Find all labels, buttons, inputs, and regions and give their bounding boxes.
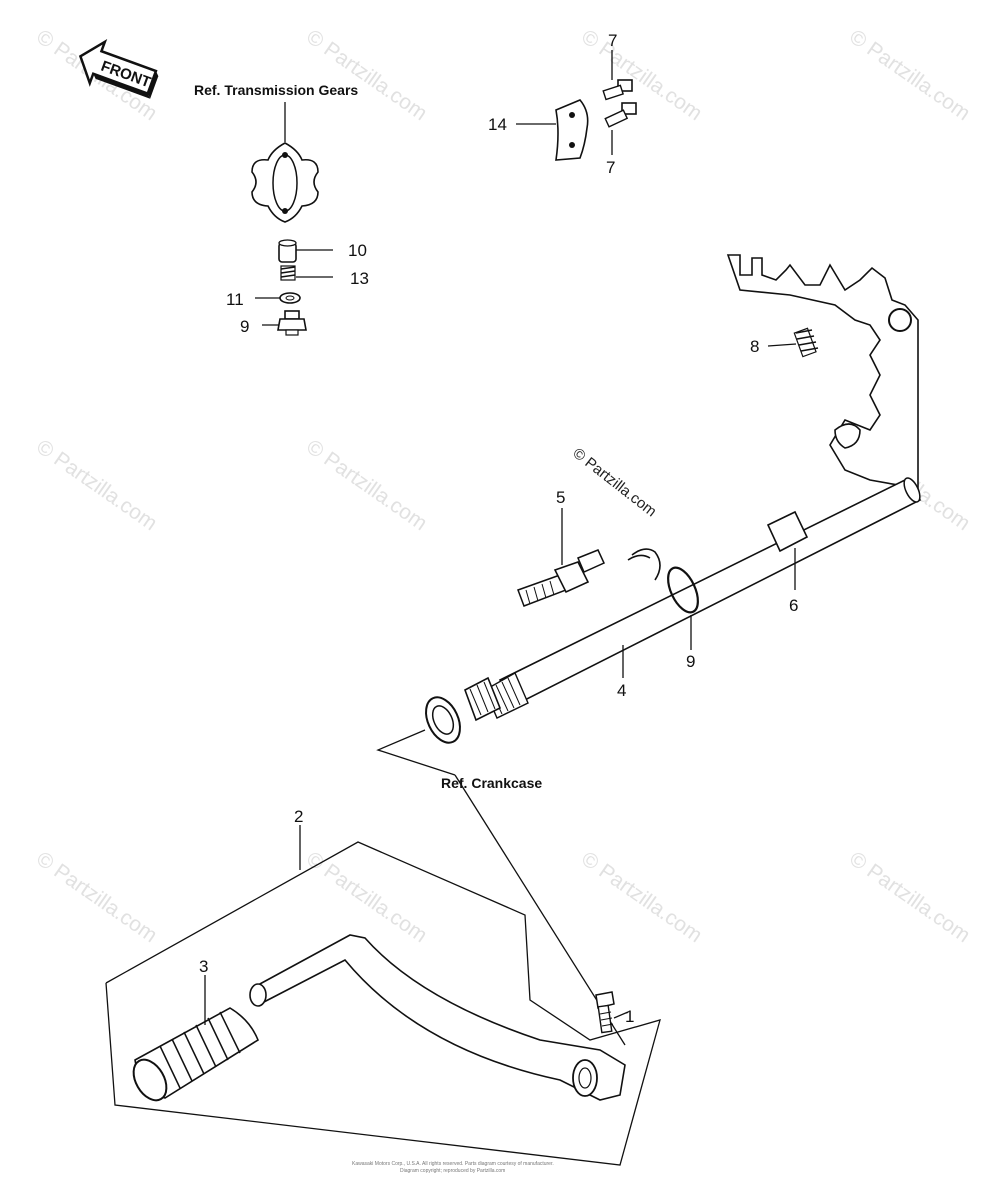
pedal-rubber-3 [132, 1007, 259, 1102]
footer-line-2: Diagram copyright; reproduced by Partzil… [400, 1168, 505, 1174]
watermark: © Partzilla.com [32, 435, 161, 535]
callout-10: 9 [240, 317, 249, 336]
detent-pin-11 [278, 239, 297, 263]
watermark: © Partzilla.com [577, 25, 706, 125]
center-copyright: © Partzilla.com [570, 445, 660, 521]
watermark: © Partzilla.com [302, 25, 431, 125]
callout-8: 8 [750, 337, 759, 356]
footer-line-1: Kawasaki Motors Corp., U.S.A. All rights… [352, 1161, 554, 1167]
callout-7-top: 7 [608, 31, 617, 50]
callout-2: 2 [294, 807, 303, 826]
callout-13: 13 [350, 269, 369, 288]
stud-bolt-5 [517, 549, 605, 607]
ref-transmission-gears: Ref. Transmission Gears [194, 82, 358, 98]
plug-10 [277, 310, 307, 336]
callout-5: 5 [556, 488, 565, 507]
return-spring-9 [627, 548, 699, 614]
callout-7-bottom: 7 [606, 158, 615, 177]
watermark-layer: © Partzilla.com © Partzilla.com © Partzi… [32, 25, 974, 947]
shift-pedal-lever [249, 934, 626, 1101]
retainer-plate-14 [555, 99, 589, 161]
callout-11: 10 [348, 241, 367, 260]
ref-crankcase: Ref. Crankcase [441, 775, 542, 791]
watermark: © Partzilla.com [845, 25, 974, 125]
callout-14: 14 [488, 115, 507, 134]
bolt-7-lower [604, 102, 637, 128]
watermark: © Partzilla.com [845, 847, 974, 947]
callout-1: 1 [625, 1007, 634, 1026]
shift-mechanism-arm [726, 254, 919, 502]
callout-3: 3 [199, 957, 208, 976]
callout-6: 6 [789, 596, 798, 615]
callout-9: 9 [686, 652, 695, 671]
watermark: © Partzilla.com [302, 435, 431, 535]
watermark: © Partzilla.com [577, 847, 706, 947]
spring-13 [280, 265, 296, 281]
shift-shaft [464, 477, 922, 722]
spring-8 [793, 327, 819, 358]
clamp-bolt-1 [595, 991, 615, 1034]
callout-12: 11 [226, 290, 244, 309]
callout-4: 4 [617, 681, 626, 700]
washer-12 [279, 292, 301, 304]
bolt-7-upper [602, 79, 633, 101]
watermark: © Partzilla.com [32, 847, 161, 947]
oil-seal [425, 696, 461, 744]
shift-drum-cam [251, 142, 319, 223]
